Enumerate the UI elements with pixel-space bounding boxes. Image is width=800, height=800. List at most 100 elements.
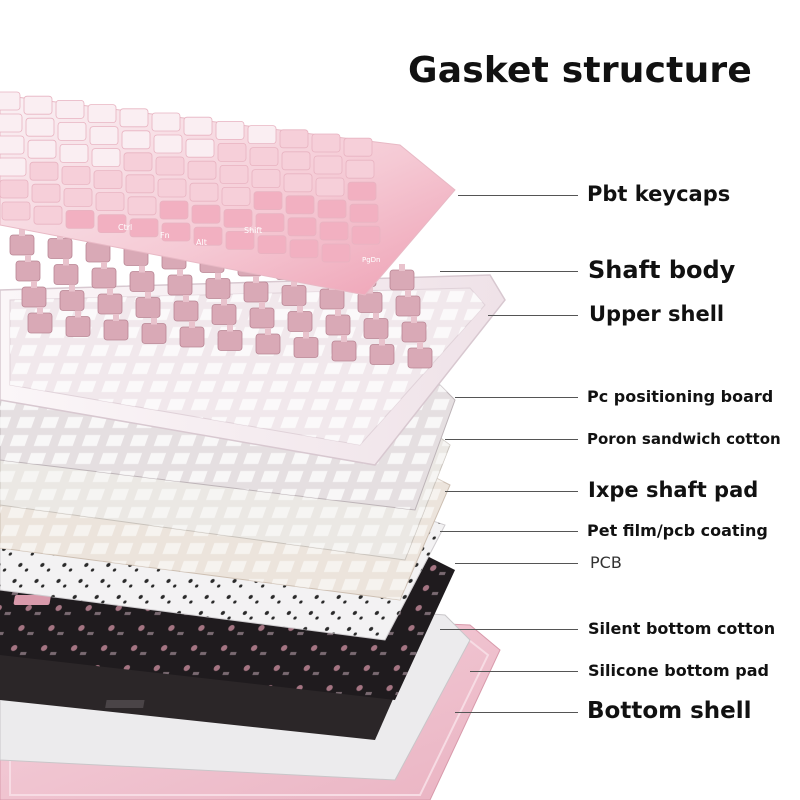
leader-line xyxy=(440,629,578,630)
switch-stem xyxy=(151,317,157,325)
keycap xyxy=(219,164,249,184)
layer-label: Poron sandwich cotton xyxy=(587,429,781,448)
keycap xyxy=(251,169,281,189)
keycap xyxy=(91,148,121,168)
keycap xyxy=(87,104,117,123)
keycap xyxy=(279,129,309,149)
switch xyxy=(401,321,427,343)
keycap xyxy=(31,183,61,203)
keycap xyxy=(59,143,89,163)
switch xyxy=(395,295,421,317)
keycap xyxy=(161,222,191,242)
switch-stem xyxy=(221,298,227,306)
diagram-title: Gasket structure xyxy=(408,50,752,91)
keycap xyxy=(159,200,189,220)
keycap xyxy=(319,221,349,241)
keycap xyxy=(0,135,25,155)
keycap xyxy=(183,116,213,136)
layer-label: Ixpe shaft pad xyxy=(588,477,759,502)
keycap xyxy=(61,165,91,185)
keycap xyxy=(285,195,315,215)
switch xyxy=(407,347,433,369)
keycap xyxy=(0,91,21,111)
leader-line xyxy=(470,671,578,672)
leader-line xyxy=(445,439,578,440)
switch xyxy=(167,274,193,296)
switch xyxy=(319,288,345,310)
switch-stem xyxy=(37,307,43,314)
keycap xyxy=(351,225,381,245)
keycap xyxy=(0,179,29,199)
keycap xyxy=(27,139,57,159)
keycap xyxy=(57,122,87,141)
switch xyxy=(389,269,415,291)
switch xyxy=(211,304,237,325)
layer-label: Silicone bottom pad xyxy=(588,661,769,681)
keycap-shift: Shift xyxy=(244,226,262,235)
keycap xyxy=(65,209,95,229)
switch-stem xyxy=(399,264,405,271)
switch xyxy=(357,292,383,313)
switch-stem xyxy=(63,258,69,266)
keycap xyxy=(249,147,279,167)
keycap xyxy=(221,186,251,206)
layer-label: Pbt keycaps xyxy=(587,181,731,206)
switch-stem xyxy=(259,302,265,309)
switch xyxy=(129,271,155,292)
keycap xyxy=(25,117,55,137)
switch-stem xyxy=(139,265,145,273)
keycap xyxy=(63,187,93,207)
switch-stem xyxy=(227,324,233,332)
keycap-fn: Fn xyxy=(160,231,170,240)
keycap xyxy=(189,182,219,202)
keycap xyxy=(343,137,373,157)
keycap xyxy=(123,152,153,172)
switch xyxy=(179,326,205,348)
switch-stem xyxy=(335,309,341,316)
switch xyxy=(27,312,53,334)
switch-stem xyxy=(107,288,113,295)
pbt-keycaps-layer: Ctrl Fn Alt Shift PgDn xyxy=(0,91,456,296)
keycap-alt: Alt xyxy=(196,238,207,247)
keycap xyxy=(349,203,379,223)
leader-line xyxy=(445,491,578,492)
layer-label: Pet film/pcb coating xyxy=(587,521,768,541)
switch xyxy=(59,290,85,311)
switch xyxy=(91,267,117,289)
switch-stem xyxy=(297,305,303,313)
switch xyxy=(287,311,313,332)
keycap xyxy=(1,201,31,221)
keycap xyxy=(215,121,245,140)
keycap xyxy=(287,217,317,237)
switch-stem xyxy=(341,335,347,342)
switch-stem xyxy=(215,272,221,280)
keycap xyxy=(289,239,319,259)
switch xyxy=(53,264,79,285)
leader-line xyxy=(440,271,578,272)
shaft-body-layer xyxy=(9,229,433,369)
leader-line xyxy=(440,531,578,532)
leader-line xyxy=(458,195,578,196)
leader-line xyxy=(455,397,578,398)
keycap xyxy=(125,174,155,194)
leader-line xyxy=(455,712,578,713)
keycap xyxy=(55,100,85,119)
keycap xyxy=(217,142,247,162)
keycap-pgdn: PgDn xyxy=(362,256,381,264)
switch xyxy=(293,337,319,358)
switch-stem xyxy=(405,290,411,297)
switch-stem xyxy=(31,281,37,288)
layer-label: Upper shell xyxy=(589,301,725,326)
switch xyxy=(369,344,395,365)
keycap-ctrl: Ctrl xyxy=(118,223,132,232)
keycap xyxy=(187,160,217,180)
keycap xyxy=(119,108,149,128)
switch-stem xyxy=(367,286,373,294)
switch-stem xyxy=(101,262,107,269)
switch xyxy=(243,281,269,303)
keycap xyxy=(313,155,343,175)
keycap xyxy=(95,192,125,212)
keycap xyxy=(283,173,313,193)
keycap xyxy=(281,151,311,171)
